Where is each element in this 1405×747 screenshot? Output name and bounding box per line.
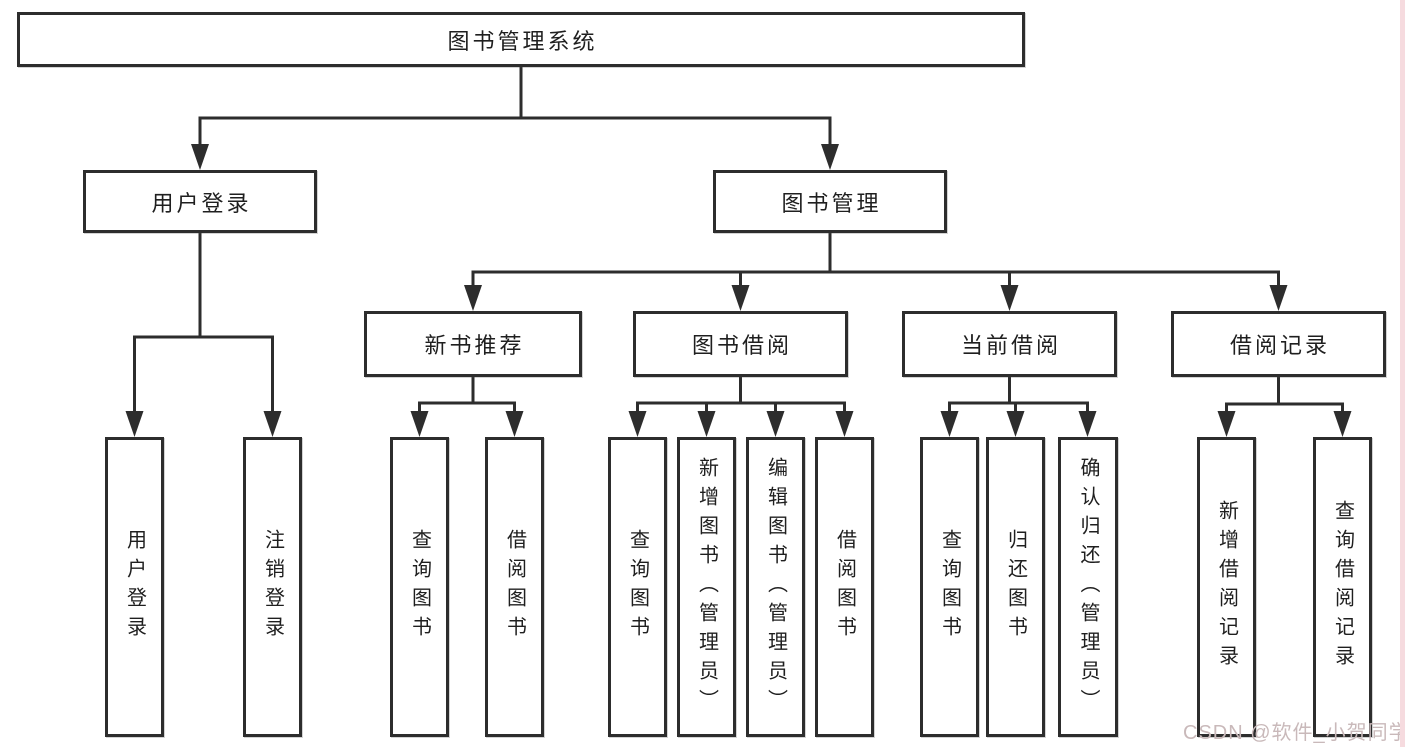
arrowhead [125, 411, 144, 437]
leaf-borrow-book-recommend: 借阅图书 [485, 437, 544, 737]
arrowhead [464, 285, 482, 311]
connector-current-borrow [940, 377, 1097, 437]
node-root-system: 图书管理系统 [17, 12, 1025, 67]
arrowhead [835, 411, 854, 437]
leaf-query-book-recommend: 查询图书 [390, 437, 449, 737]
leaf-logout: 注销登录 [243, 437, 302, 737]
leaf-user-login: 用户登录 [105, 437, 164, 737]
leaf-borrow-book: 借阅图书 [815, 437, 874, 737]
connector-book-borrow [628, 377, 854, 437]
arrowhead [766, 411, 785, 437]
leaf-return-book: 归还图书 [986, 437, 1045, 737]
connector-root [191, 67, 839, 170]
arrowhead [1217, 411, 1236, 437]
leaf-query-book-current: 查询图书 [920, 437, 979, 737]
node-book-borrow: 图书借阅 [633, 311, 848, 377]
arrowhead [505, 411, 524, 437]
node-borrow-records: 借阅记录 [1171, 311, 1386, 377]
connector-user-login [125, 233, 282, 437]
connector-new-book-recommend [410, 377, 524, 437]
arrowhead [1333, 411, 1352, 437]
node-current-borrow: 当前借阅 [902, 311, 1117, 377]
leaf-query-borrow-record: 查询借阅记录 [1313, 437, 1372, 737]
node-user-login: 用户登录 [83, 170, 317, 233]
arrowhead [1000, 285, 1019, 311]
connector-book-management [464, 233, 1288, 311]
arrowhead [263, 411, 282, 437]
leaf-query-book-borrow: 查询图书 [608, 437, 667, 737]
leaf-edit-book-admin: 编辑图书（管理员） [746, 437, 805, 737]
arrowhead [940, 411, 959, 437]
node-book-management: 图书管理 [713, 170, 947, 233]
csdn-watermark: CSDN @软件_小贺同学 [1183, 722, 1405, 744]
arrowhead [410, 411, 429, 437]
arrowhead [821, 144, 839, 170]
arrowhead [1269, 285, 1288, 311]
arrowhead [731, 285, 750, 311]
leaf-confirm-return-admin: 确认归还（管理员） [1058, 437, 1118, 737]
leaf-add-borrow-record: 新增借阅记录 [1197, 437, 1256, 737]
connector-borrow-records [1217, 377, 1352, 437]
arrowhead [628, 411, 647, 437]
leaf-add-book-admin: 新增图书（管理员） [677, 437, 736, 737]
arrowhead [1006, 411, 1025, 437]
arrowhead [697, 411, 716, 437]
arrowhead [1078, 411, 1097, 437]
arrowhead [191, 144, 209, 170]
node-new-book-recommend: 新书推荐 [364, 311, 582, 377]
right-edge-strip [1400, 0, 1405, 747]
